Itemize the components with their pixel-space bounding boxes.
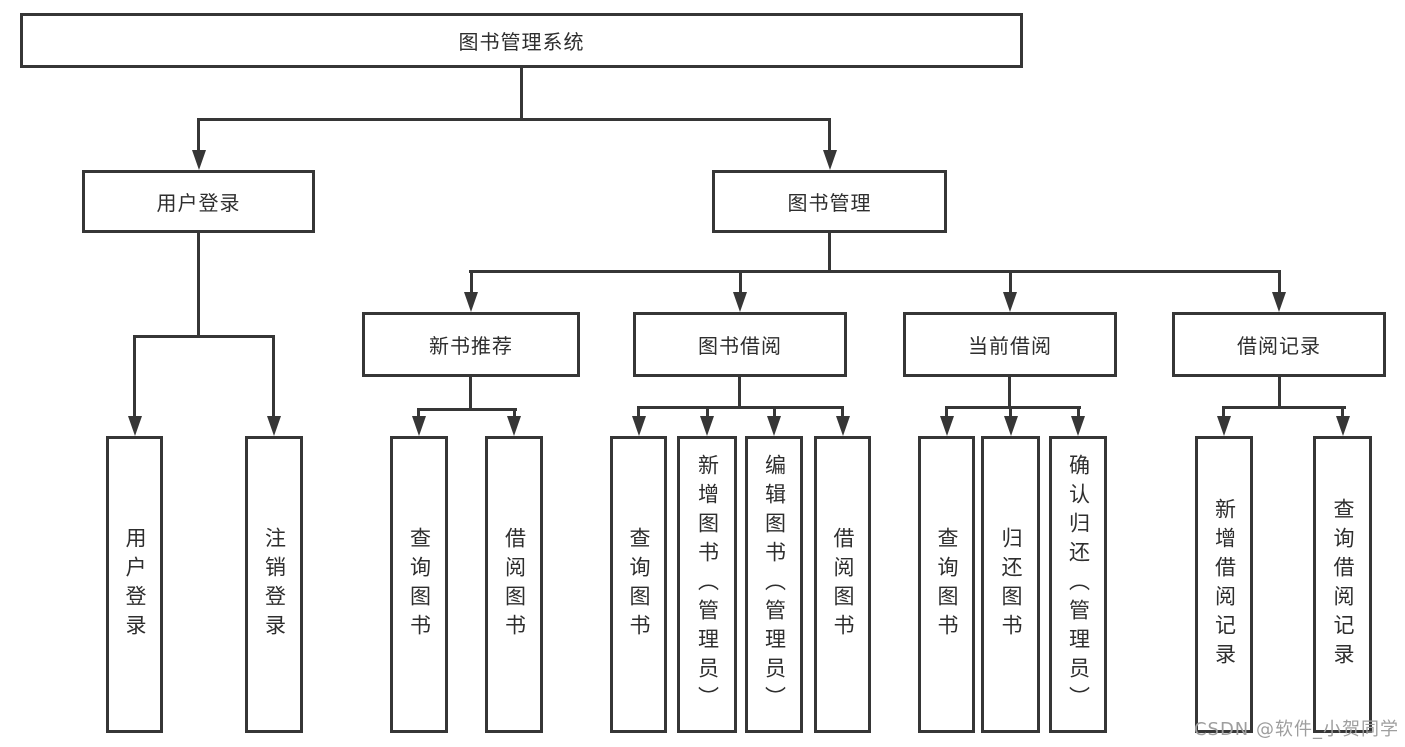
arrowhead-icon — [1217, 416, 1231, 436]
arrowhead-icon — [823, 150, 837, 170]
node-label: 查询图书 — [407, 526, 432, 643]
node-label: 归还图书 — [999, 526, 1023, 643]
node-label: 用户登录 — [123, 526, 147, 643]
node-label: 借阅图书 — [502, 526, 527, 643]
node-leaf-borrow-book: 借阅图书 — [814, 436, 871, 733]
node-book-borrow: 图书借阅 — [633, 312, 847, 377]
node-label: 编辑图书（管理员） — [762, 454, 787, 715]
node-label: 新增图书（管理员） — [695, 454, 720, 715]
connector-line — [1009, 406, 1012, 418]
connector-line — [828, 118, 831, 152]
node-label: 新书推荐 — [429, 334, 513, 358]
node-root-label: 图书管理系统 — [458, 30, 585, 54]
node-label: 图书借阅 — [698, 334, 782, 358]
connector-line — [272, 335, 275, 418]
node-leaf-edit-book-admin: 编辑图书（管理员） — [745, 436, 803, 733]
connector-line — [637, 406, 640, 418]
node-label: 注销登录 — [262, 526, 287, 643]
node-current-borrow: 当前借阅 — [903, 312, 1117, 377]
connector-line — [197, 118, 831, 121]
node-label: 新增借阅记录 — [1212, 497, 1237, 672]
connector-line — [739, 270, 742, 294]
arrowhead-icon — [733, 292, 747, 312]
connector-line — [197, 233, 200, 335]
connector-line — [417, 408, 517, 411]
node-leaf-current-query-book: 查询图书 — [918, 436, 975, 733]
arrowhead-icon — [192, 150, 206, 170]
connector-line — [1278, 270, 1281, 294]
node-new-book-recommend: 新书推荐 — [362, 312, 580, 377]
connector-line — [1077, 406, 1080, 418]
connector-line — [469, 377, 472, 408]
connector-line — [828, 233, 831, 270]
connector-line — [470, 270, 473, 294]
node-leaf-confirm-return-admin: 确认归还（管理员） — [1049, 436, 1107, 733]
connector-line — [945, 406, 1081, 409]
connector-line — [706, 406, 709, 418]
node-label: 借阅记录 — [1237, 334, 1321, 358]
node-label: 用户登录 — [156, 191, 241, 215]
connector-line — [637, 406, 844, 409]
arrowhead-icon — [464, 292, 478, 312]
connector-line — [1222, 406, 1225, 418]
connector-line — [1009, 270, 1012, 294]
arrowhead-icon — [412, 416, 426, 436]
node-leaf-recommend-query-book: 查询图书 — [390, 436, 448, 733]
arrowhead-icon — [767, 416, 781, 436]
connector-line — [133, 335, 136, 418]
arrowhead-icon — [1272, 292, 1286, 312]
node-borrow-records: 借阅记录 — [1172, 312, 1386, 377]
connector-line — [1008, 377, 1011, 406]
connector-line — [469, 270, 1281, 273]
connector-line — [773, 406, 776, 418]
arrowhead-icon — [267, 416, 281, 436]
arrowhead-icon — [836, 416, 850, 436]
node-leaf-return-book: 归还图书 — [981, 436, 1040, 733]
arrowhead-icon — [1336, 416, 1350, 436]
node-leaf-user-login: 用户登录 — [106, 436, 163, 733]
node-leaf-add-book-admin: 新增图书（管理员） — [677, 436, 737, 733]
node-user-login-group: 用户登录 — [82, 170, 315, 233]
csdn-watermark: CSDN @软件_小贺同学 — [1193, 719, 1399, 740]
arrowhead-icon — [507, 416, 521, 436]
node-leaf-query-borrow-record: 查询借阅记录 — [1313, 436, 1372, 733]
connector-line — [841, 406, 844, 418]
arrowhead-icon — [632, 416, 646, 436]
connector-line — [520, 68, 523, 118]
arrowhead-icon — [1071, 416, 1085, 436]
arrowhead-icon — [940, 416, 954, 436]
node-label: 借阅图书 — [831, 526, 855, 643]
connector-line — [513, 408, 516, 420]
node-leaf-recommend-borrow-book: 借阅图书 — [485, 436, 543, 733]
node-root: 图书管理系统 — [20, 13, 1023, 68]
connector-line — [1278, 377, 1281, 406]
node-leaf-logout: 注销登录 — [245, 436, 303, 733]
node-label: 确认归还（管理员） — [1066, 454, 1091, 715]
node-label: 查询图书 — [935, 526, 959, 643]
connector-line — [1222, 406, 1346, 409]
connector-line — [945, 406, 948, 418]
node-leaf-borrow-query-book: 查询图书 — [610, 436, 667, 733]
connector-line — [197, 118, 200, 152]
node-label: 查询图书 — [627, 526, 651, 643]
arrowhead-icon — [700, 416, 714, 436]
node-label: 当前借阅 — [968, 334, 1052, 358]
arrowhead-icon — [1003, 292, 1017, 312]
arrowhead-icon — [128, 416, 142, 436]
arrowhead-icon — [1004, 416, 1018, 436]
node-book-management: 图书管理 — [712, 170, 947, 233]
node-label: 查询借阅记录 — [1331, 497, 1355, 672]
connector-line — [738, 377, 741, 406]
node-label: 图书管理 — [787, 191, 872, 215]
node-leaf-add-borrow-record: 新增借阅记录 — [1195, 436, 1253, 733]
connector-line — [417, 408, 420, 420]
connector-line — [1341, 406, 1344, 418]
connector-line — [133, 335, 275, 338]
